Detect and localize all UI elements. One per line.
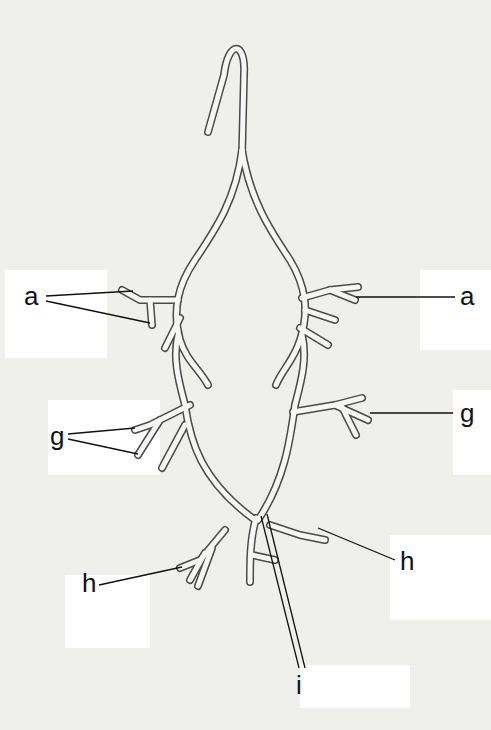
leader-line — [261, 516, 299, 668]
leader-line — [318, 528, 395, 560]
part-label: h — [82, 570, 96, 596]
leader-lines — [46, 291, 455, 668]
blank-box — [300, 665, 410, 708]
part-label: i — [296, 672, 302, 698]
blank-box — [65, 575, 150, 648]
part-label: a — [24, 283, 38, 309]
part-label: h — [400, 548, 414, 574]
part-label: g — [460, 400, 474, 426]
blank-box — [390, 535, 491, 620]
blank-box — [48, 400, 160, 475]
leader-line — [356, 296, 455, 297]
blank-box — [420, 270, 491, 350]
blank-box — [453, 390, 491, 475]
nerve-fill — [122, 49, 368, 586]
blank-box — [5, 270, 107, 358]
blank-label-boxes — [5, 270, 491, 708]
leader-line — [46, 301, 150, 323]
nerve-outline — [122, 49, 368, 586]
leader-line — [68, 439, 138, 454]
leader-line — [68, 428, 135, 434]
leader-line — [267, 514, 305, 668]
part-label: g — [50, 423, 64, 449]
leader-line — [99, 567, 182, 585]
leader-line — [370, 412, 453, 413]
part-label: a — [460, 283, 474, 309]
leader-line — [46, 291, 133, 296]
